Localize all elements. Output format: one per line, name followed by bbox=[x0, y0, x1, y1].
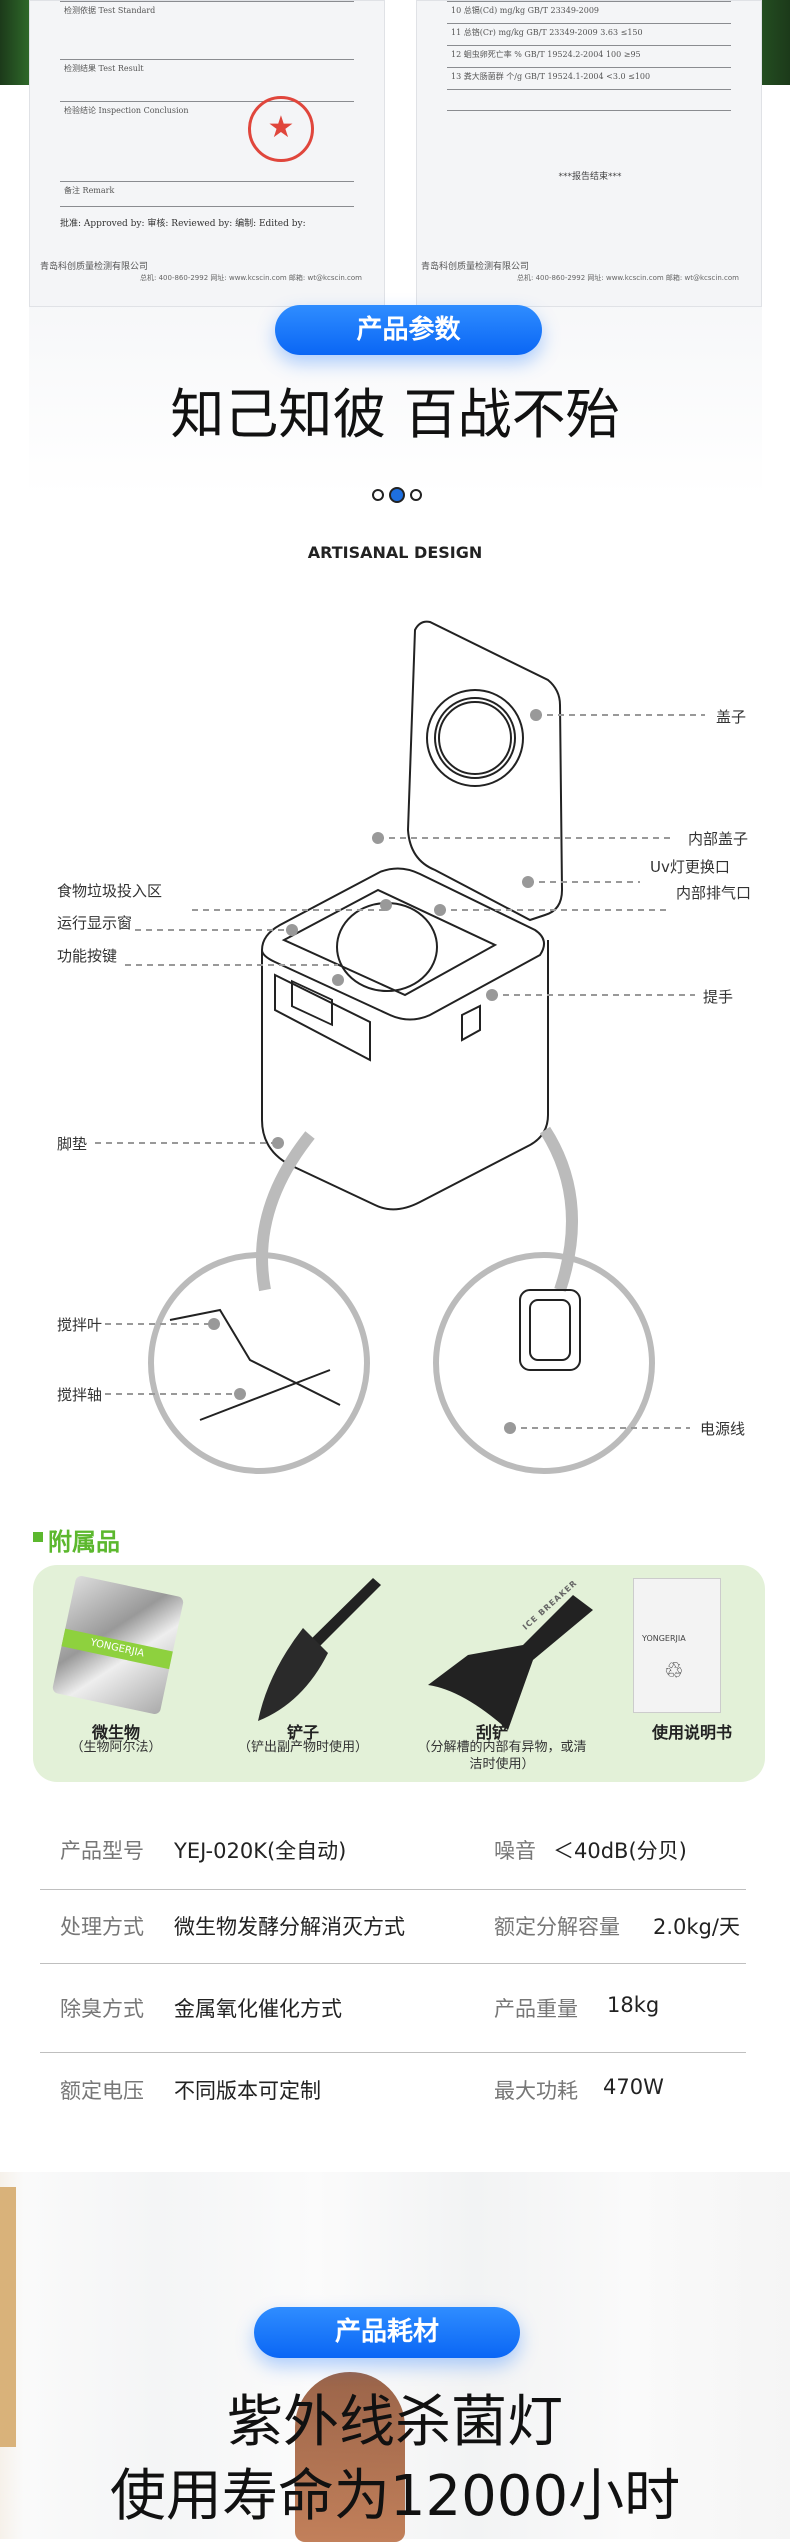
consumable-title: 紫外线杀菌灯 bbox=[227, 2390, 563, 2455]
label-display: 运行显示窗 bbox=[57, 914, 133, 932]
spec-value: 470W bbox=[603, 2075, 664, 2099]
accessory-name: 刮铲 bbox=[475, 1723, 508, 1742]
dot-active[interactable] bbox=[389, 487, 405, 503]
red-seal-stamp: ★ bbox=[248, 96, 314, 162]
divider bbox=[40, 1889, 746, 1890]
cert-row: 检测结果 Test Result bbox=[60, 59, 354, 101]
spec-label: 处理方式 bbox=[60, 1915, 144, 1939]
label-lid: 盖子 bbox=[716, 708, 747, 726]
dot[interactable] bbox=[410, 489, 422, 501]
cert-row: 检测依据 Test Standard bbox=[60, 1, 354, 59]
section-title: 知己知彼 百战不殆 bbox=[170, 383, 620, 446]
bullet-square-icon bbox=[33, 1532, 43, 1542]
spec-label: 产品型号 bbox=[60, 1839, 144, 1863]
spec-label: 最大功耗 bbox=[494, 2079, 578, 2103]
certificate-right: 10 总镉(Cd) mg/kg GB/T 23349-2009 11 总铬(Cr… bbox=[416, 0, 762, 307]
company-contact: 总机: 400-860-2992 网址: www.kcscin.com 邮箱: … bbox=[517, 274, 739, 282]
label-power-cord: 电源线 bbox=[700, 1420, 746, 1438]
label-inner-lid: 内部盖子 bbox=[688, 830, 749, 848]
design-subtitle: ARTISANAL DESIGN bbox=[307, 543, 483, 562]
spec-value: YEJ-020K(全自动) bbox=[174, 1839, 347, 1863]
spec-label: 额定分解容量 bbox=[494, 1915, 620, 1939]
callout-dots bbox=[208, 709, 542, 1434]
door-frame bbox=[0, 2187, 16, 2447]
divider bbox=[40, 1963, 746, 1964]
scraper-icon bbox=[428, 1595, 593, 1730]
spec-value: 不同版本可定制 bbox=[174, 2079, 321, 2103]
accessories-panel: YONGERJIA ICE BREAKER YONGERJIA ♲ 微生物 （生… bbox=[33, 1565, 765, 1782]
label-handle: 提手 bbox=[703, 988, 734, 1006]
signatures: 批准: Approved by: 审核: Reviewed by: 编制: Ed… bbox=[60, 219, 306, 229]
spec-label: 额定电压 bbox=[60, 2079, 144, 2103]
spec-label: 产品重量 bbox=[494, 1997, 578, 2021]
label-inner-vent: 内部排气口 bbox=[676, 884, 752, 902]
label-shaft: 搅拌轴 bbox=[57, 1386, 103, 1404]
microbe-pack-icon: YONGERJIA bbox=[51, 1574, 185, 1716]
divider bbox=[40, 2052, 746, 2053]
woman-photo bbox=[295, 2372, 405, 2542]
accessory-desc: （生物阿尔法） bbox=[70, 1740, 162, 1755]
manual-icon: YONGERJIA ♲ bbox=[633, 1578, 721, 1713]
label-foot: 脚垫 bbox=[57, 1135, 88, 1153]
cert-row: 检验结论 Inspection Conclusion bbox=[60, 101, 354, 181]
certificate-left: 检测依据 Test Standard 检测结果 Test Result 检验结论… bbox=[29, 0, 385, 307]
zoom-circle-blade bbox=[148, 1252, 370, 1474]
spec-label: 噪音 bbox=[494, 1839, 536, 1863]
spec-value: 微生物发酵分解消灭方式 bbox=[174, 1915, 405, 1939]
label-food-input: 食物垃圾投入区 bbox=[57, 882, 163, 900]
accessory-name: 微生物 bbox=[91, 1723, 140, 1742]
cert-row: 备注 Remark bbox=[60, 181, 354, 207]
cert-row: 11 总铬(Cr) mg/kg GB/T 23349-2009 3.63 ≤15… bbox=[447, 23, 731, 45]
recycle-icon: ♲ bbox=[664, 1659, 684, 1684]
cert-row: 13 粪大肠菌群 个/g GB/T 19524.1-2004 <3.0 ≤100 bbox=[447, 67, 731, 89]
label-blade: 搅拌叶 bbox=[57, 1316, 103, 1334]
zoom-circle-power bbox=[433, 1252, 655, 1474]
spec-label: 除臭方式 bbox=[60, 1997, 144, 2021]
spec-value: 18kg bbox=[607, 1993, 660, 2017]
company-name: 青岛科创质量检测有限公司 bbox=[40, 262, 149, 272]
dot[interactable] bbox=[372, 489, 384, 501]
label-uv-lamp-port: Uv灯更换口 bbox=[650, 858, 730, 876]
accessory-desc: （分解槽的内部有异物，或清洁时使用） bbox=[417, 1740, 587, 1772]
company-contact: 总机: 400-860-2992 网址: www.kcscin.com 邮箱: … bbox=[140, 274, 362, 282]
product-diagram bbox=[95, 620, 705, 1474]
section-pill-params: 产品参数 bbox=[275, 305, 542, 355]
company-name: 青岛科创质量检测有限公司 bbox=[421, 262, 530, 272]
spec-value: ＜40dB(分贝) bbox=[553, 1839, 687, 1863]
accessories-title: 附属品 bbox=[48, 1528, 120, 1556]
accessory-name: 使用说明书 bbox=[651, 1723, 732, 1742]
callout-lines bbox=[95, 714, 705, 1429]
carousel-dots bbox=[372, 487, 422, 503]
shovel-icon bbox=[258, 1578, 381, 1721]
spec-value: 2.0kg/天 bbox=[653, 1915, 740, 1939]
cert-row bbox=[447, 89, 731, 111]
section-pill-consumables: 产品耗材 bbox=[254, 2307, 520, 2358]
report-end-note: ***报告结束*** bbox=[558, 172, 622, 182]
cert-row: 10 总镉(Cd) mg/kg GB/T 23349-2009 bbox=[447, 1, 731, 23]
body-drawing bbox=[260, 867, 549, 1211]
label-buttons: 功能按键 bbox=[57, 947, 118, 965]
cert-row: 12 蛔虫卵死亡率 % GB/T 19524.2-2004 100 ≥95 bbox=[447, 45, 731, 67]
accessory-desc: （铲出副产物时使用） bbox=[237, 1740, 368, 1755]
spec-value: 金属氧化催化方式 bbox=[174, 1997, 342, 2021]
lid-drawing bbox=[406, 620, 564, 922]
consumable-subtitle: 使用寿命为12000小时 bbox=[109, 2464, 681, 2529]
accessory-name: 铲子 bbox=[286, 1723, 319, 1742]
